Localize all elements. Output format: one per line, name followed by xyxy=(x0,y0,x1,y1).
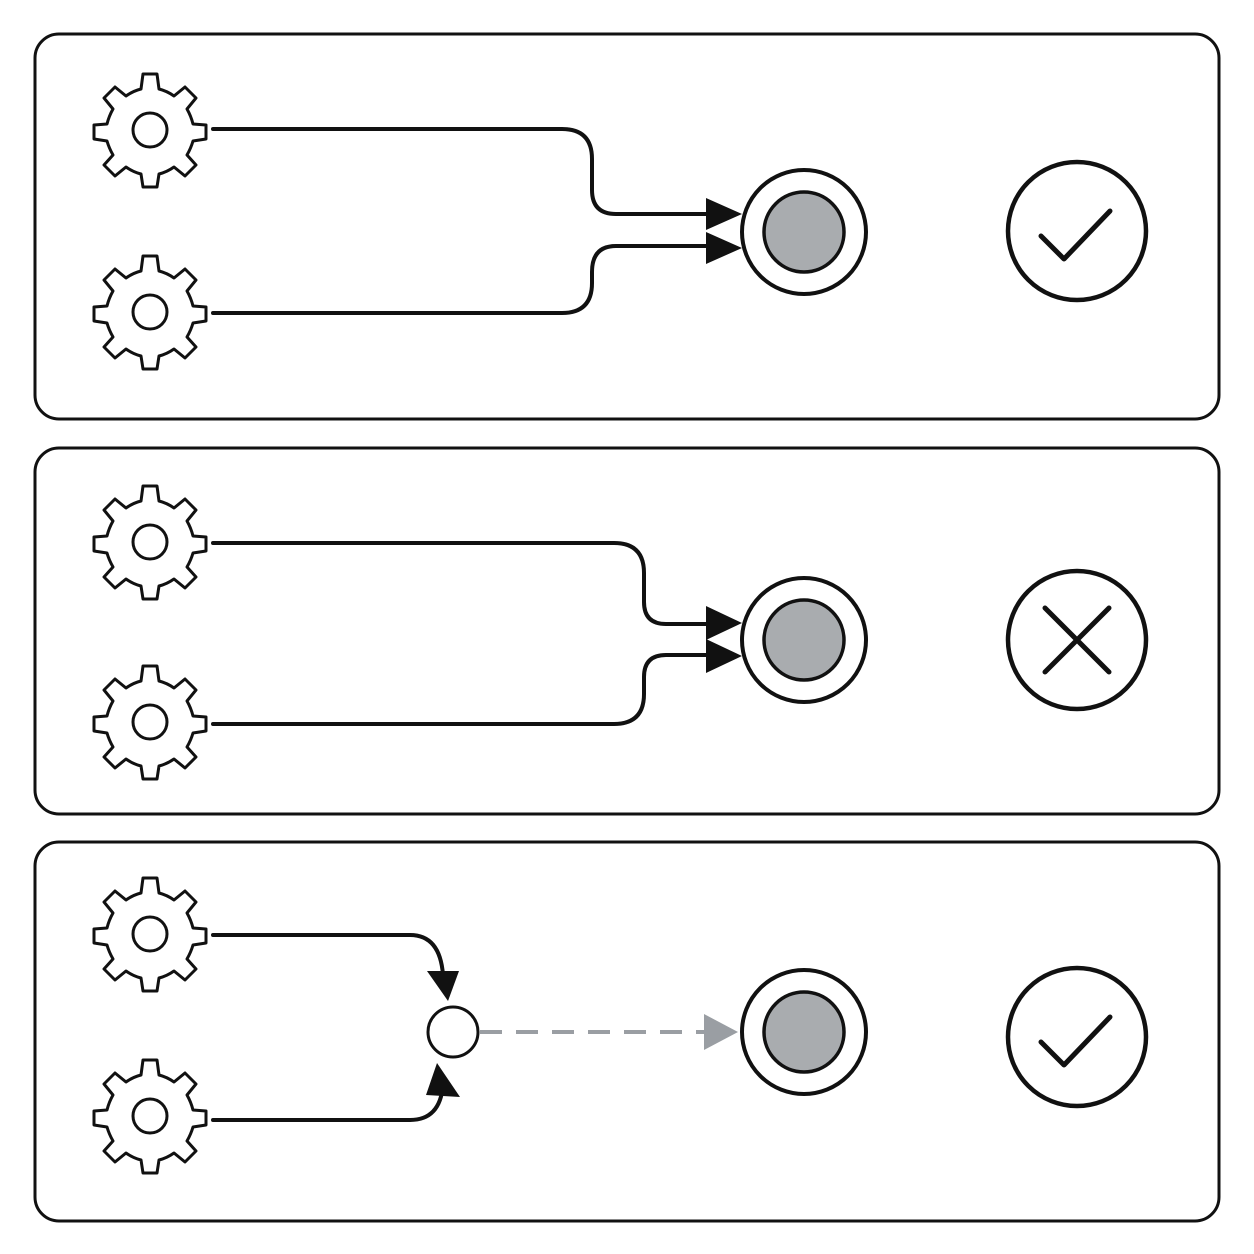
gear-icon xyxy=(92,72,208,189)
flow-line-bottom xyxy=(211,653,712,726)
gear-icon xyxy=(92,254,208,371)
target-core xyxy=(762,190,846,274)
arrowhead xyxy=(706,232,742,264)
arrowhead xyxy=(706,198,742,230)
panel-2 xyxy=(33,446,1221,816)
flow-line-top xyxy=(211,541,712,626)
gear-icon xyxy=(92,484,208,601)
arrowhead xyxy=(704,1014,738,1050)
status-circle xyxy=(1005,965,1149,1109)
flow-line-bottom xyxy=(211,244,712,315)
panel-1 xyxy=(33,32,1221,421)
junction-node xyxy=(426,1005,480,1059)
target-core xyxy=(762,598,846,682)
arrowhead xyxy=(426,1063,460,1097)
gear-icon xyxy=(92,1058,208,1175)
gear-icon xyxy=(92,876,208,993)
target-core xyxy=(762,990,846,1074)
arrowhead xyxy=(706,639,742,673)
gear-icon xyxy=(92,664,208,781)
panel-3 xyxy=(33,840,1221,1223)
checkmark-icon xyxy=(1038,1014,1113,1068)
status-circle xyxy=(1005,159,1149,303)
checkmark-icon xyxy=(1038,208,1113,262)
arrowhead xyxy=(706,606,742,640)
flow-line-top xyxy=(211,933,445,977)
flow-line-top xyxy=(211,127,712,216)
cross-icon xyxy=(1042,605,1112,675)
arrowhead xyxy=(427,971,459,1001)
